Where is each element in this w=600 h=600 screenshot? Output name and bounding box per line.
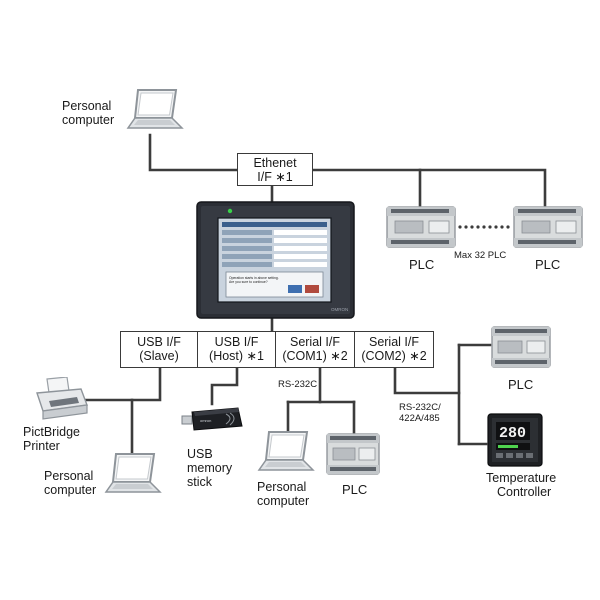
- laptop-icon: [126, 89, 184, 129]
- plc-right-label: PLC: [535, 257, 561, 272]
- laptop-icon: [257, 431, 315, 471]
- rs-multi-label: RS-232C/ 422A/485: [399, 402, 441, 424]
- max-plc-label: Max 32 PLC: [454, 250, 507, 261]
- top-pc-label: Personal computer: [62, 99, 115, 127]
- rs232c-label: RS-232C: [278, 379, 318, 390]
- power-led-icon: [227, 208, 233, 214]
- hmi-touch-panel: Operation starts in above setting. Are y…: [196, 201, 355, 319]
- svg-text:omron: omron: [200, 418, 211, 423]
- temperature-readout: 280: [499, 425, 526, 442]
- serial-com2-interface-box: Serial I/F(COM2) ∗2: [354, 331, 434, 368]
- plc-left-label: PLC: [409, 257, 435, 272]
- serial-com1-interface-box: Serial I/F(COM1) ∗2: [275, 331, 355, 368]
- dotted-connector-icon: [458, 225, 510, 229]
- temperature-controller-label: Temperature Controller: [486, 471, 557, 499]
- laptop-icon: [104, 453, 162, 493]
- wire-com2-right: [393, 366, 461, 395]
- hmi-dialog-cancel-button: [305, 285, 319, 293]
- pictbridge-label: PictBridge Printer: [23, 425, 80, 453]
- printer-icon: [36, 377, 88, 420]
- hmi-brand: OMRON: [331, 307, 348, 312]
- usb-host-interface-box: USB I/F(Host) ∗1: [197, 331, 276, 368]
- wire-usb-slave-printer: [78, 366, 162, 402]
- plc-module-icon: [513, 206, 583, 248]
- usb-stick-icon: omron: [181, 407, 243, 431]
- plc-module-icon: [326, 433, 380, 475]
- com1-plc-label: PLC: [342, 482, 368, 497]
- bottom-left-pc-label: Personal computer: [44, 469, 97, 497]
- plc-module-icon: [386, 206, 456, 248]
- wire-usb-host-stick: [210, 366, 239, 406]
- usb-stick-label: USB memory stick: [187, 447, 233, 489]
- usb-slave-interface-box: USB I/F(Slave): [120, 331, 198, 368]
- com1-pc-label: Personal computer: [257, 480, 310, 508]
- wire-pc-ethernet: [148, 133, 239, 172]
- com2-plc-label: PLC: [508, 377, 534, 392]
- hmi-screen-rows: [222, 222, 327, 267]
- temperature-controller-icon: 280: [487, 413, 543, 467]
- hmi-dialog-text-2: Are you sure to continue?: [229, 280, 268, 284]
- hmi-dialog-ok-button: [288, 285, 302, 293]
- plc-module-icon: [491, 326, 551, 368]
- wire-ethernet-plcs: [311, 168, 547, 207]
- ethernet-interface-box: Ethenet I/F ∗1: [237, 153, 313, 186]
- hmi-dialog-text-1: Operation starts in above setting.: [229, 276, 279, 280]
